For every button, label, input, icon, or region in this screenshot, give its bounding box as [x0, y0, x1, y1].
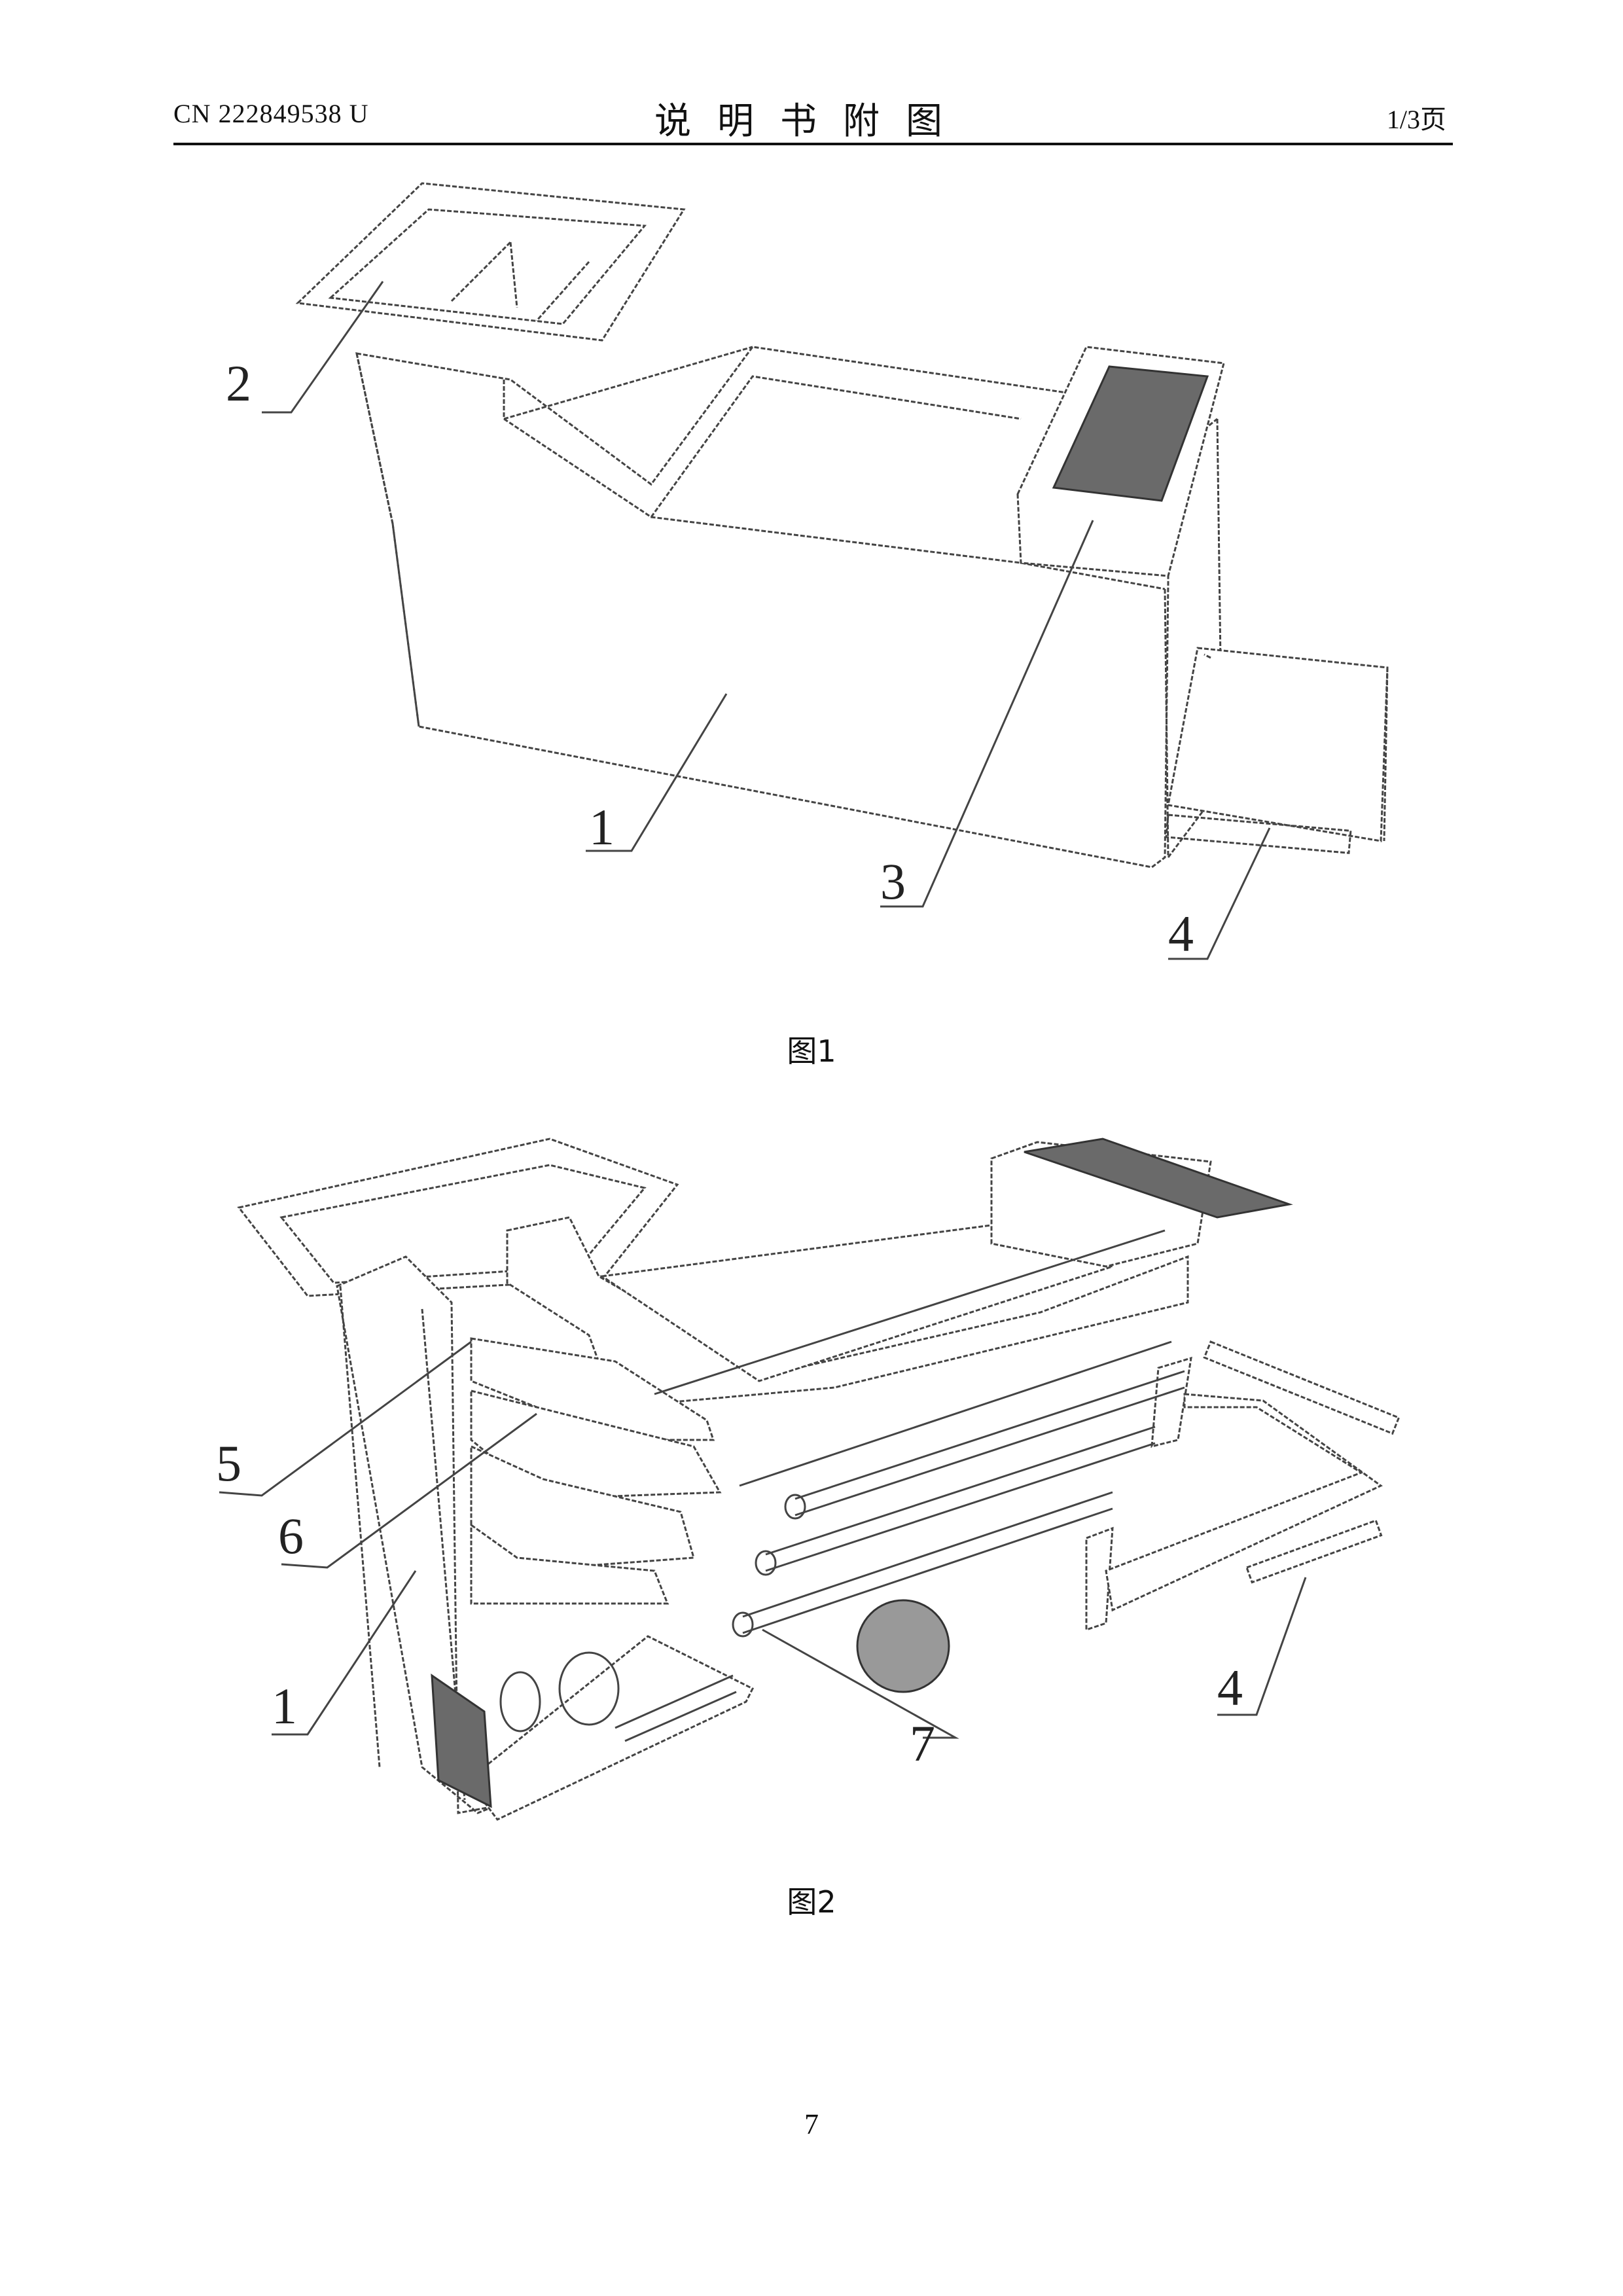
svg-text:6: 6	[278, 1507, 304, 1564]
hopper-frame	[239, 1139, 677, 1296]
figure-2-drawing: 5 6 1 7 4	[0, 0, 1623, 1931]
label-4b: 4	[1217, 1577, 1306, 1716]
svg-text:4: 4	[1217, 1659, 1243, 1716]
figure-2-caption: 图2	[0, 1878, 1623, 1922]
svg-text:5: 5	[216, 1435, 241, 1492]
fan-wheel	[857, 1600, 949, 1692]
intake-grille	[432, 1676, 491, 1806]
svg-text:1: 1	[272, 1677, 297, 1734]
page-number: 7	[0, 2108, 1623, 2141]
motor-pulley	[501, 1672, 540, 1731]
return-conveyor	[1106, 1394, 1381, 1610]
svg-text:7: 7	[910, 1715, 935, 1772]
